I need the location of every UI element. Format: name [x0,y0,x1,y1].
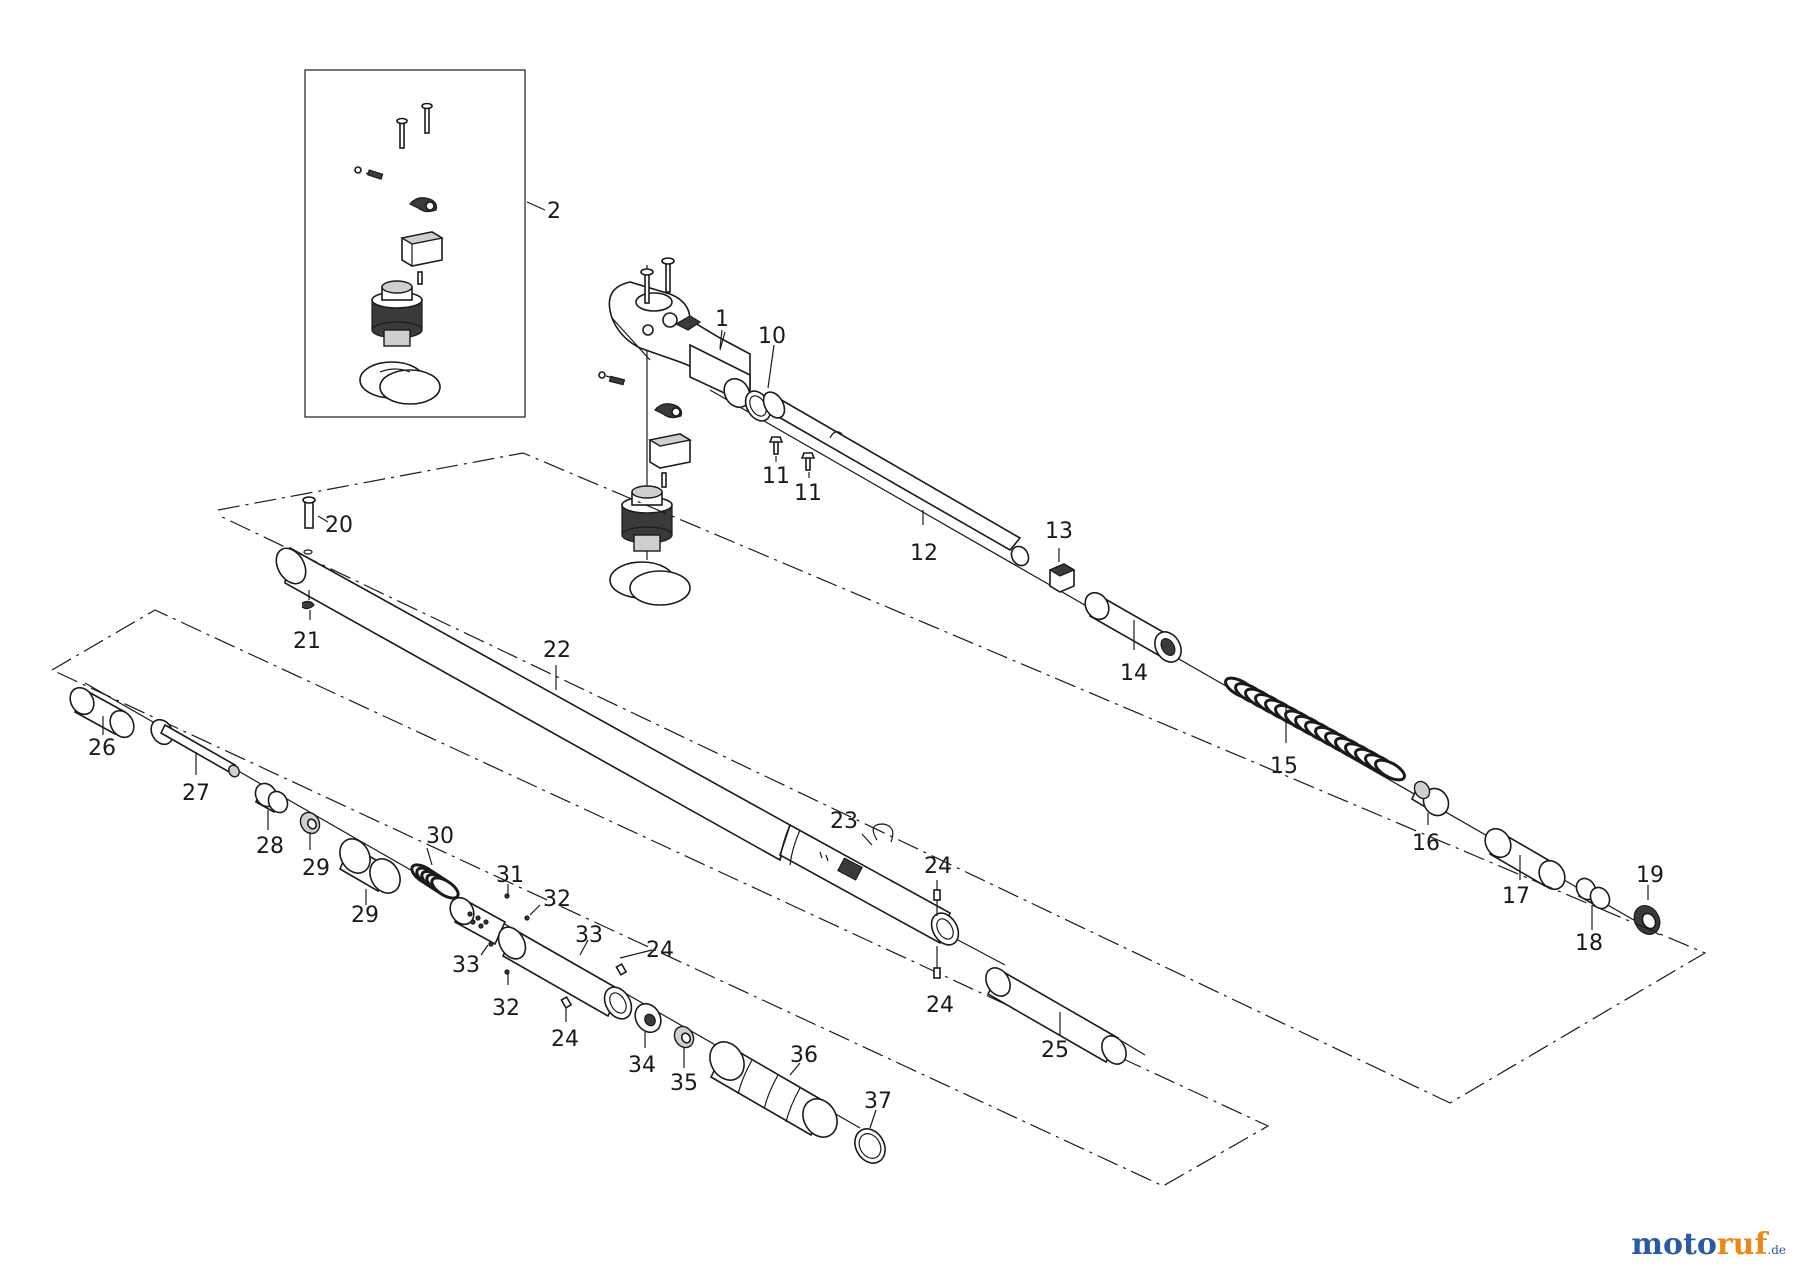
callout-14: 14 [1120,661,1148,686]
callout-28: 28 [256,834,284,859]
callout-32-a: 31 [496,863,524,888]
callout-24-b: 24 [926,993,954,1018]
callout-30: 29 [351,903,379,928]
callout-10: 10 [758,324,786,349]
callout-29-a: 29 [302,856,330,881]
part-16-adjuster [1410,780,1450,817]
part-25-tube [985,967,1127,1065]
leader-lines [102,329,1649,1129]
callout-labels: 2 1 10 11 11 12 13 14 15 16 17 18 19 20 … [88,199,1664,1114]
part-27-rod [150,718,240,778]
spring-coil [1374,758,1406,782]
callout-15: 15 [1270,754,1298,779]
part-19-cap [1633,905,1661,935]
part-34-tube [497,926,633,1020]
part-22-handle-tube [275,546,960,946]
part-15-spring [1224,676,1406,782]
scale-marks [819,851,863,881]
site-watermark: motoruf.de [1631,1227,1786,1262]
part-18-bushing [1575,877,1611,910]
callout-37: 37 [864,1089,892,1114]
callout-35: 34 [628,1053,656,1078]
callout-31: 30 [426,824,454,849]
callout-24-d: 24 [551,1027,579,1052]
part-36-grip [709,1041,838,1138]
callout-34: 33 [575,923,603,948]
callout-36: 36 [790,1043,818,1068]
part-29-nut-lower [673,1025,695,1049]
part-32-33-collar [449,893,530,975]
callout-13: 13 [1045,519,1073,544]
kit-screws [396,102,433,149]
part-37-ring [854,1128,886,1164]
part-29-nut-upper [299,811,321,835]
part-12-tube [762,391,1030,567]
part-17-sleeve [1484,827,1566,891]
part-23-snap-ring [872,823,894,843]
callout-16: 16 [1412,831,1440,856]
callout-2: 2 [547,199,561,224]
spring-coil [430,876,460,900]
callout-17: 17 [1502,884,1530,909]
callout-23: 23 [830,809,858,834]
part-31-spring [410,863,460,900]
part-11-screws [768,436,816,471]
watermark-part-3: .de [1767,1243,1786,1257]
callout-29-b: 35 [670,1071,698,1096]
part-30-cap [338,838,401,894]
callout-11-a: 11 [762,464,790,489]
callout-33-a: 32 [543,887,571,912]
kit-cover-plate [359,361,441,405]
kit-ball [354,166,362,174]
part-26-sleeve [69,686,135,739]
part-24-pins-lower [560,962,628,1009]
part-35-washer [634,1002,662,1034]
callout-22: 22 [543,638,571,663]
callout-20: 20 [325,513,353,538]
callout-27: 27 [182,781,210,806]
head-internal-parts [609,403,692,606]
watermark-part-1: moto [1631,1227,1717,1262]
kit-reverse-block [400,231,444,267]
part-20-pin [302,496,316,529]
callout-1: 1 [715,307,729,332]
part-13-block [1048,563,1076,593]
callout-26: 26 [88,736,116,761]
callout-11-b: 11 [794,481,822,506]
part-28-bushing [254,782,289,814]
assembly-frames [51,452,1707,1187]
kit-gear-knob [371,280,423,347]
callout-18: 18 [1575,931,1603,956]
ratchet-head-kit-inset [304,69,546,418]
part-14-sleeve [1084,591,1182,663]
callout-32-b: 32 [492,996,520,1021]
callout-21: 21 [293,629,321,654]
part-1-ratchet-head [598,257,751,409]
callout-25: 25 [1041,1038,1069,1063]
part-21-clip [301,600,315,610]
callout-24-c: 24 [646,938,674,963]
callout-33-b: 33 [452,953,480,978]
callout-12: 12 [910,541,938,566]
callout-19: 19 [1636,863,1664,888]
watermark-part-2: ruf [1716,1227,1768,1262]
callout-24-a: 24 [924,854,952,879]
